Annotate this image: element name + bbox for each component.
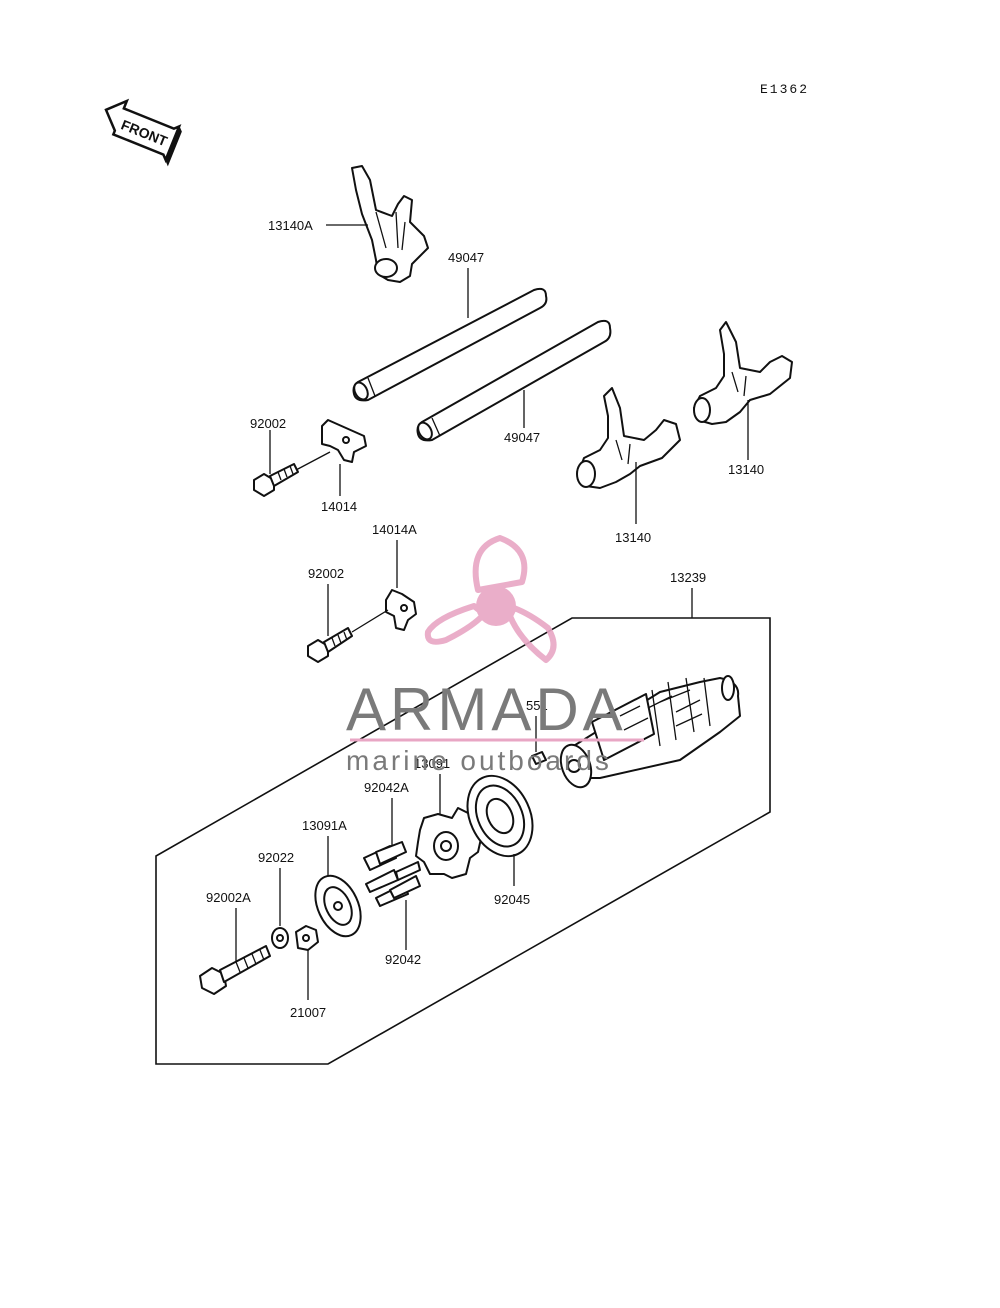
watermark-tagline: marine outboards <box>346 745 612 776</box>
diagram-id: E1362 <box>760 82 809 97</box>
label-92045: 92045 <box>494 892 530 907</box>
label-92042: 92042 <box>385 952 421 967</box>
bolt-92002A <box>199 945 271 995</box>
shift-fork-13140-right <box>693 321 793 425</box>
bolt-92002-top <box>253 463 299 497</box>
propeller-logo-icon <box>424 535 557 663</box>
label-49047-bottom: 49047 <box>504 430 540 445</box>
pin-551 <box>531 751 547 765</box>
shift-rod-lower <box>416 319 612 442</box>
label-13091A: 13091A <box>302 818 347 833</box>
label-21007: 21007 <box>290 1005 326 1020</box>
label-551: 551 <box>526 698 548 713</box>
watermark-brand: ARMADA <box>346 676 627 743</box>
label-92002A: 92002A <box>206 890 251 905</box>
label-13239: 13239 <box>670 570 706 585</box>
pins-92042 <box>375 861 421 907</box>
label-92022: 92022 <box>258 850 294 865</box>
label-13091: 13091 <box>414 756 450 771</box>
label-14014: 14014 <box>321 499 357 514</box>
label-92002-mid: 92002 <box>308 566 344 581</box>
label-13140-right: 13140 <box>728 462 764 477</box>
part-21007 <box>295 925 319 951</box>
bolt-92002-mid <box>307 627 353 663</box>
plate-13091A <box>314 874 362 938</box>
label-13140-left: 13140 <box>615 530 651 545</box>
shift-fork-13140A <box>351 165 429 283</box>
plate-14014A <box>385 589 417 631</box>
washer-92022 <box>271 927 289 949</box>
front-arrow-icon: FRONT <box>104 98 182 167</box>
armada-watermark: ARMADA marine outboards <box>346 535 644 776</box>
shift-drum-13239 <box>559 675 741 789</box>
label-13140A: 13140A <box>268 218 313 233</box>
label-14014A: 14014A <box>372 522 417 537</box>
pins-92042A <box>363 841 407 893</box>
shift-rod-upper <box>352 287 548 402</box>
plate-14014 <box>321 419 367 463</box>
bearing-92045 <box>466 774 534 858</box>
label-92042A: 92042A <box>364 780 409 795</box>
cam-13091 <box>415 807 483 879</box>
label-92002-top: 92002 <box>250 416 286 431</box>
shift-fork-13140-left <box>576 387 681 489</box>
label-49047-top: 49047 <box>448 250 484 265</box>
